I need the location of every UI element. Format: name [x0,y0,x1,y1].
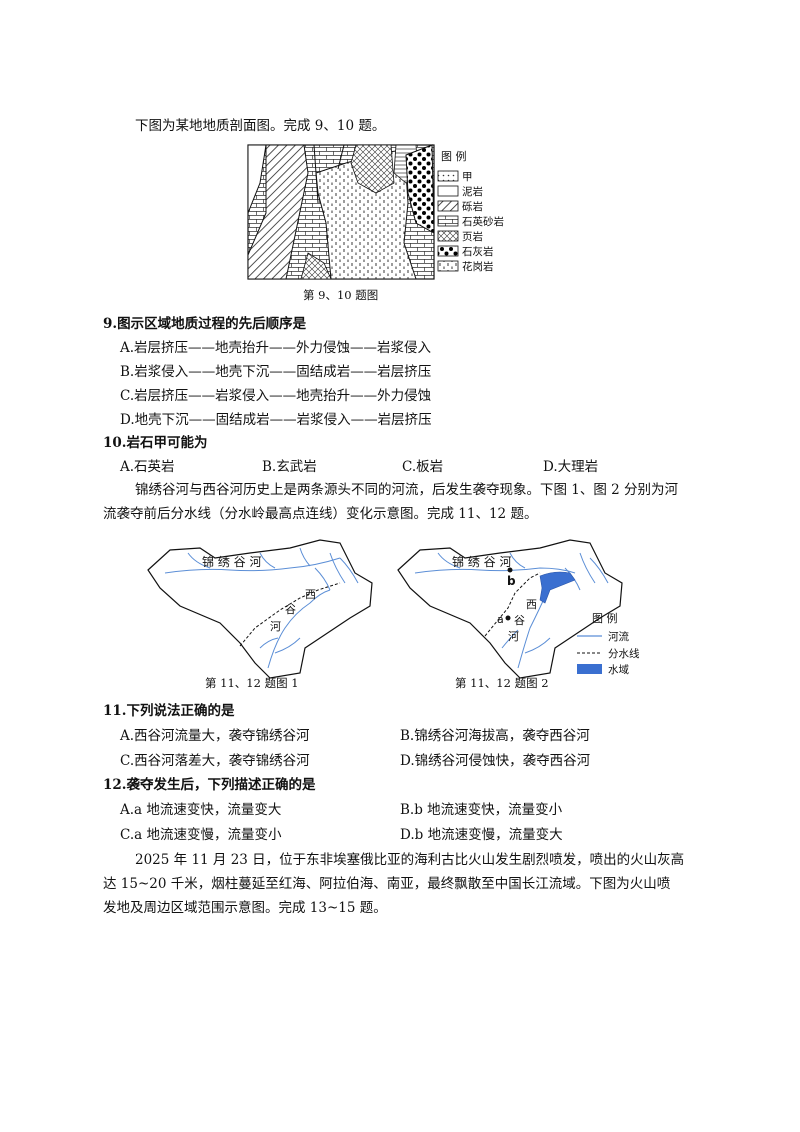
geologic-section-figure: 图 例 甲 泥岩 砾岩 石英砂岩 页岩 石灰岩 花岗岩 [247,144,504,280]
figure-2-legend: 图 例 河流 分水线 水域 [577,611,640,676]
intro-text-2-line2: 流袭夺前后分水线（分水岭最高点连线）变化示意图。完成 11、12 题。 [103,506,538,522]
legend-item-conglomerate: 砾岩 [437,200,483,213]
river-capture-figure: 锦 绣 谷 河 西 谷 河 b a 锦 绣 谷 河 西 谷 河 图 例 [147,539,640,679]
point-b-label: b [507,574,516,588]
question-9-option-d: D.地壳下沉——固结成岩——岩浆侵入——岩层挤压 [120,412,432,428]
question-11-option-d: D.锦绣谷河侵蚀快，袭夺西谷河 [400,753,591,769]
question-12-option-c: C.a 地流速变慢，流量变小 [120,827,282,843]
svg-text:石英砂岩: 石英砂岩 [462,215,504,228]
svg-text:图 例: 图 例 [592,611,618,625]
figure-caption-11-12-map2: 第 11、12 题图 2 [455,676,549,690]
svg-text:砾岩: 砾岩 [462,200,483,213]
question-11-option-c: C.西谷河落差大，袭夺锦绣谷河 [120,753,310,769]
question-11-option-a: A.西谷河流量大，袭夺锦绣谷河 [120,728,310,744]
intro-text-1: 下图为某地地质剖面图。完成 9、10 题。 [135,118,386,134]
map-before-capture: 锦 绣 谷 河 西 谷 河 [147,539,373,679]
river-label-xigu-1-b: 谷 [285,603,296,616]
question-10-option-b: B.玄武岩 [262,459,317,475]
question-12-option-d: D.b 地流速变慢，流量变大 [400,827,563,843]
river-label-xigu-2-b: 谷 [514,614,525,627]
question-10-stem: 10.岩石甲可能为 [103,435,208,451]
svg-text:甲: 甲 [462,171,473,183]
question-12-option-b: B.b 地流速变快，流量变小 [400,802,563,818]
river-label-xigu-2-a: 西 [526,598,537,611]
question-10-option-d: D.大理岩 [543,459,599,475]
question-9-stem: 9.图示区域地质过程的先后顺序是 [103,316,307,332]
legend-item-quartz-sandstone: 石英砂岩 [437,215,504,228]
river-label-jinxiu-1: 锦 绣 谷 河 [202,555,261,569]
legend-title: 图 例 [441,149,467,163]
map-after-capture: b a 锦 绣 谷 河 西 谷 河 [397,539,623,679]
svg-text:页岩: 页岩 [462,230,483,243]
river-label-xigu-1-c: 河 [270,620,281,633]
svg-text:泥岩: 泥岩 [462,185,483,198]
intro-text-3-line3: 发地及周边区域范围示意图。完成 13~15 题。 [103,900,387,916]
point-a-label: a [497,613,504,626]
legend-item-limestone: 石灰岩 [437,245,494,258]
legend-item-granite: 花岗岩 [437,260,494,273]
svg-text:河流: 河流 [608,630,629,643]
question-11-stem: 11.下列说法正确的是 [103,703,235,719]
question-11-option-b: B.锦绣谷河海拔高，袭夺西谷河 [400,728,590,744]
intro-text-3-line2: 达 15~20 千米，烟柱蔓延至红海、阿拉伯海、南亚，最终飘散至中国长江流域。下… [103,876,671,892]
intro-text-2-line1: 锦绣谷河与西谷河历史上是两条源头不同的河流，后发生袭夺现象。下图 1、图 2 分… [135,482,679,498]
figure-caption-9-10: 第 9、10 题图 [303,288,379,302]
question-10-option-a: A.石英岩 [120,459,175,475]
legend-item-mudstone: 泥岩 [437,185,483,198]
intro-text-3-line1: 2025 年 11 月 23 日，位于东非埃塞俄比亚的海利古比火山发生剧烈喷发，… [135,852,685,868]
legend-item-shale: 页岩 [437,230,483,243]
svg-text:石灰岩: 石灰岩 [462,245,494,258]
question-9-option-a: A.岩层挤压——地壳抬升——外力侵蚀——岩浆侵入 [120,340,432,356]
river-label-jinxiu-2: 锦 绣 谷 河 [452,555,511,569]
question-10-option-c: C.板岩 [402,459,444,475]
legend-item-甲: 甲 [437,170,473,183]
river-label-xigu-2-c: 河 [508,630,519,643]
question-12-stem: 12.袭夺发生后，下列描述正确的是 [103,777,316,793]
question-9-option-b: B.岩浆侵入——地壳下沉——固结成岩——岩层挤压 [120,364,432,380]
figure-caption-11-12-map1: 第 11、12 题图 1 [205,676,299,690]
question-9-option-c: C.岩层挤压——岩浆侵入——地壳抬升——外力侵蚀 [120,388,432,404]
question-12-option-a: A.a 地流速变快，流量变大 [120,802,282,818]
svg-text:花岗岩: 花岗岩 [462,260,494,273]
svg-text:水域: 水域 [608,663,629,676]
svg-text:分水线: 分水线 [608,647,640,660]
river-label-xigu-1-a: 西 [305,588,316,601]
